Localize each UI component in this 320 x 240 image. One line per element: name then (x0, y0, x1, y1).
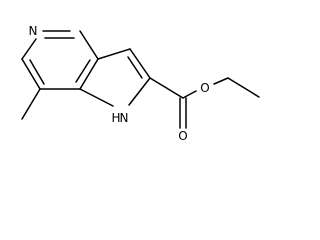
pyrrole-hydrogen-label: H (111, 111, 120, 125)
bond-c3-c2 (129, 48, 151, 79)
bond-n1-c7a (79, 88, 114, 107)
bond-c6-c7 (21, 58, 41, 90)
bond-c4-c3a (79, 30, 99, 60)
bond-c2-carbonyl (149, 77, 184, 99)
bond-ch2-ch3 (227, 77, 260, 98)
bond-ester-o-ch2 (213, 77, 229, 85)
bond-carbonyl-ester-o (182, 90, 197, 99)
ester-oxygen-label: O (200, 81, 209, 95)
carbonyl-oxygen-label: O (178, 129, 187, 143)
pyridine-nitrogen-label: N (29, 24, 38, 38)
molecule-structure: N H N O O (21, 24, 260, 143)
pyrrole-nitrogen-label: N (120, 111, 129, 125)
bond-c6-c7-inner (29, 59, 45, 85)
bond-c7a-c3a-inner (75, 59, 91, 83)
bond-c3-c2-inner (127, 56, 143, 79)
bond-c7-methyl (21, 88, 41, 120)
bond-c2-n1 (128, 77, 151, 106)
bond-c3a-c3 (97, 48, 131, 60)
bond-n5-c6 (21, 38, 37, 60)
bond-c7a-c3a (79, 58, 99, 90)
